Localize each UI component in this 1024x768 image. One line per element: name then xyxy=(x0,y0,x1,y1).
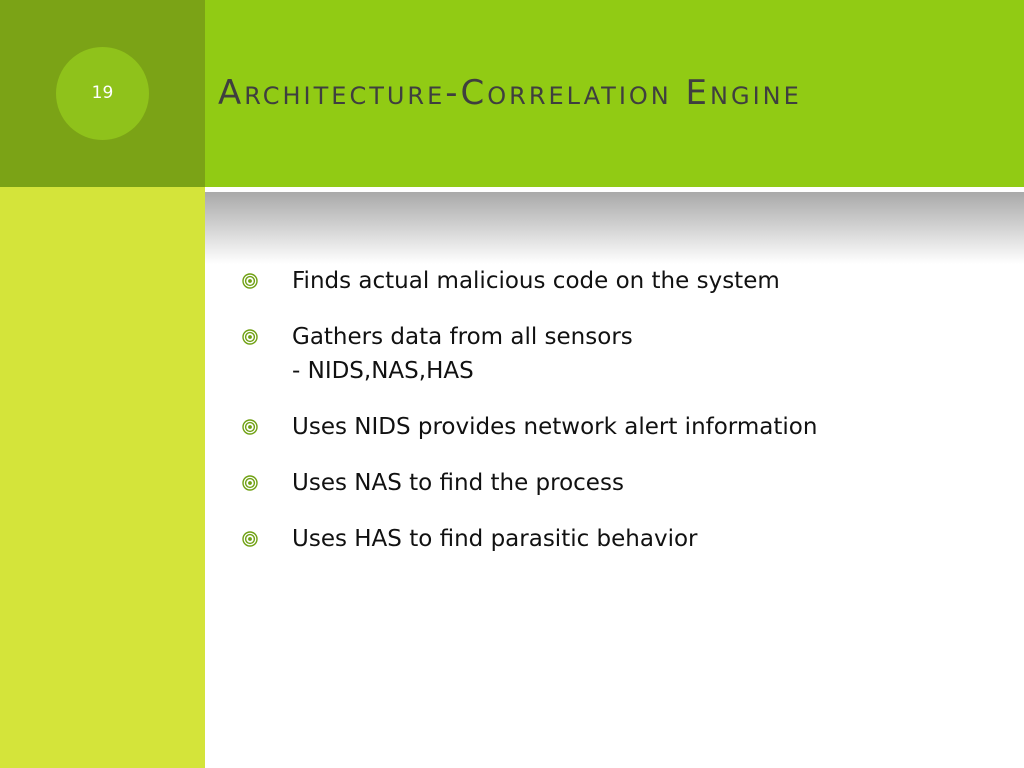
target-bullet-icon xyxy=(242,475,258,491)
bullet-item: Uses NIDS provides network alert informa… xyxy=(240,410,1010,444)
target-bullet-icon xyxy=(242,329,258,345)
slide-number-badge: 19 xyxy=(56,47,149,140)
bullet-item: Uses HAS to find parasitic behavior xyxy=(240,522,1010,556)
bullet-list: Finds actual malicious code on the syste… xyxy=(240,264,1010,578)
slide-number: 19 xyxy=(91,82,114,103)
bullet-item: Uses NAS to find the process xyxy=(240,466,1010,500)
target-bullet-icon xyxy=(242,419,258,435)
bullet-text: Gathers data from all sensors xyxy=(292,324,633,350)
header-band xyxy=(205,0,1024,187)
bullet-item: Gathers data from all sensors - NIDS,NAS… xyxy=(240,320,1010,388)
bullet-text: Finds actual malicious code on the syste… xyxy=(292,268,780,294)
slide-title: Architecture-Correlation Engine xyxy=(218,73,802,113)
bullet-text: Uses NIDS provides network alert informa… xyxy=(292,414,818,440)
bullet-item: Finds actual malicious code on the syste… xyxy=(240,264,1010,298)
left-accent-bottom xyxy=(0,187,205,768)
header-shadow xyxy=(205,192,1024,264)
header-divider xyxy=(205,187,1024,192)
bullet-subtext: - NIDS,NAS,HAS xyxy=(292,358,474,384)
bullet-text: Uses HAS to find parasitic behavior xyxy=(292,526,698,552)
target-bullet-icon xyxy=(242,273,258,289)
bullet-text: Uses NAS to find the process xyxy=(292,470,624,496)
target-bullet-icon xyxy=(242,531,258,547)
